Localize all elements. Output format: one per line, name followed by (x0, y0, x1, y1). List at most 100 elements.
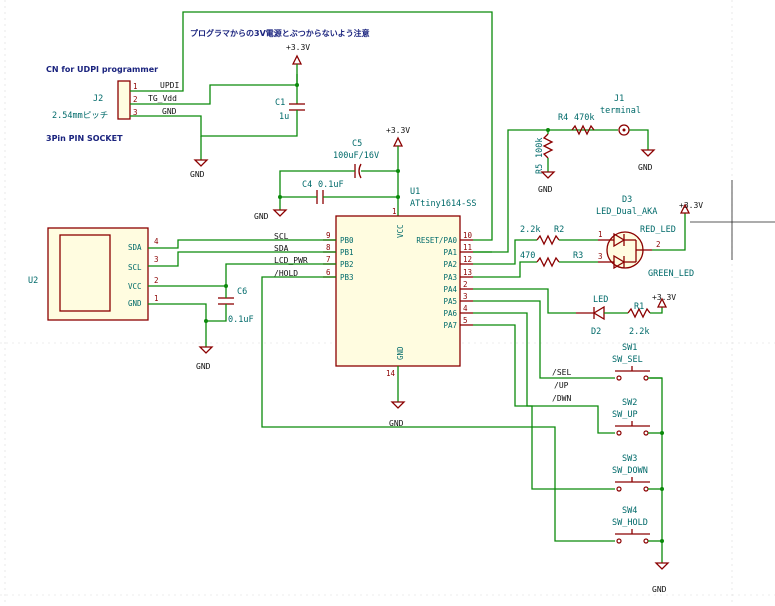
j1-value: terminal (600, 106, 641, 116)
u1-pin-left: PB0 (340, 236, 354, 245)
u1-gnd-num: 14 (386, 369, 396, 378)
c1-ref: C1 (275, 98, 285, 108)
gnd-symbol-u1 (390, 401, 406, 409)
u2-ref: U2 (28, 276, 38, 286)
u1-pin-right: PA2 (443, 260, 457, 269)
u1-pin-num: 7 (326, 255, 331, 264)
c4-ref: C4 (302, 180, 312, 190)
resistor-r5[interactable]: R5 100k (535, 133, 554, 174)
u1-pin-num: 10 (463, 231, 473, 240)
switch-ref: SW1 (622, 343, 637, 353)
net-hold: /HOLD (274, 269, 298, 278)
u1-pin-right: RESET/PA0 (416, 236, 457, 245)
u2-num: 1 (154, 294, 159, 303)
u1-pin-num: 8 (326, 243, 331, 252)
resistor-r1[interactable]: R1 2.2k (627, 302, 651, 337)
led-d2[interactable]: LED D2 (576, 295, 608, 337)
u1-pin-right: PA7 (443, 321, 457, 330)
u1-pin-num: 6 (326, 268, 331, 277)
c5-ref: C5 (352, 139, 362, 149)
power-3v3-u1: +3.3V (386, 126, 410, 147)
power-label: +3.3V (652, 293, 676, 302)
gnd-label: GND (638, 163, 653, 172)
u2-pin-sda: SDA (128, 243, 142, 252)
net-updi: UPDI (160, 81, 179, 90)
u1-value: ATtiny1614-SS (410, 199, 477, 209)
power-label: +3.3V (386, 126, 410, 135)
u1-vcc-num: 1 (392, 207, 397, 216)
switch-ref: SW4 (622, 506, 637, 516)
gnd-label: GND (190, 170, 205, 179)
power-3v3-d3: +3.3V (679, 201, 703, 214)
switch-value: SW_UP (612, 410, 638, 420)
u1-pin-num: 4 (463, 304, 468, 313)
r1-ref: R1 (634, 302, 644, 312)
note-socket: 3Pin PIN SOCKET (46, 134, 123, 143)
r3-ref: R3 (573, 251, 583, 261)
u1-pin-right: PA1 (443, 248, 457, 257)
u2-pin-scl: SCL (128, 263, 142, 272)
u1-pin-num: 11 (463, 243, 472, 252)
j2-value: 2.54mmピッチ (52, 111, 108, 121)
j2-ref: J2 (93, 94, 103, 104)
net-lcd-pwr: LCD_PWR (274, 256, 308, 265)
capacitor-c6[interactable]: C6 0.1uF (218, 287, 254, 325)
net-sel: /SEL (552, 368, 571, 377)
u1-pin-num: 2 (463, 280, 468, 289)
capacitor-c4[interactable]: C4 0.1uF (302, 180, 344, 204)
connector-j2[interactable]: J2 2.54mmピッチ 1 2 3 (52, 80, 138, 121)
power-label: +3.3V (679, 201, 703, 210)
net-gnd-bottom: GND (389, 419, 404, 428)
lcd-module-u2[interactable]: U2 SDA SCL VCC GND 4 3 2 1 (28, 227, 159, 321)
d2-ref: D2 (591, 327, 601, 337)
j2-pin3: 3 (133, 108, 138, 117)
c5-value: 100uF/16V (333, 151, 379, 161)
d2-value: LED (593, 295, 608, 305)
switch-ref: SW3 (622, 454, 637, 464)
r4-ref: R4 (558, 113, 568, 123)
ic-u1[interactable]: U1 ATtiny1614-SS VCC GND 1 14 PB09PB18PB… (323, 187, 477, 378)
resistor-r4[interactable]: R4 470k (558, 113, 595, 136)
u1-pin-num: 3 (463, 292, 468, 301)
d3-red-label: RED_LED (640, 225, 676, 235)
switch-value: SW_DOWN (612, 466, 648, 476)
note-jp: プログラマからの3V電源とぶつからないよう注意 (190, 28, 370, 38)
d3-green-label: GREEN_LED (648, 269, 694, 279)
net-tg-vdd: TG_Vdd (148, 94, 177, 103)
note-cn-udpi: CN for UDPI programmer (46, 65, 158, 74)
u1-pin-left: PB2 (340, 260, 354, 269)
u2-pin-vcc: VCC (128, 282, 142, 291)
capacitor-c5[interactable]: C5 100uF/16V (333, 139, 379, 179)
j2-pin1: 1 (133, 82, 138, 91)
u1-vcc-pin: VCC (396, 224, 405, 238)
gnd-symbol-j1: GND (638, 149, 656, 172)
d3-pin2: 2 (656, 240, 661, 249)
gnd-symbol-c4: GND (254, 209, 288, 221)
gnd-symbol-j2: GND (190, 159, 209, 179)
power-label: +3.3V (286, 43, 310, 52)
u1-pin-num: 13 (463, 268, 472, 277)
resistor-r2[interactable]: 2.2k R2 (520, 225, 564, 246)
power-3v3-c1: +3.3V (286, 43, 310, 65)
switch-value: SW_HOLD (612, 518, 648, 528)
c6-value: 0.1uF (228, 315, 254, 325)
u1-pin-num: 5 (463, 316, 468, 325)
terminal-j1[interactable]: J1 terminal (600, 94, 641, 136)
dual-led-d3[interactable]: D3 LED_Dual_AKA RED_LED GREEN_LED 1 3 2 (596, 195, 694, 279)
resistor-r3[interactable]: 470 R3 (520, 251, 583, 268)
r4-value: 470k (574, 113, 594, 123)
gnd-label: GND (254, 212, 269, 221)
r5-ref: R5 (535, 164, 545, 174)
gnd-symbol-u2: GND (196, 346, 214, 371)
u1-gnd-pin: GND (396, 346, 405, 360)
capacitor-c1[interactable]: C1 1u (275, 98, 305, 125)
u1-pin-left: PB3 (340, 273, 354, 282)
u2-pin-gnd: GND (128, 299, 142, 308)
power-3v3-r1: +3.3V (652, 293, 676, 308)
gnd-symbol-switches: GND (652, 562, 670, 594)
